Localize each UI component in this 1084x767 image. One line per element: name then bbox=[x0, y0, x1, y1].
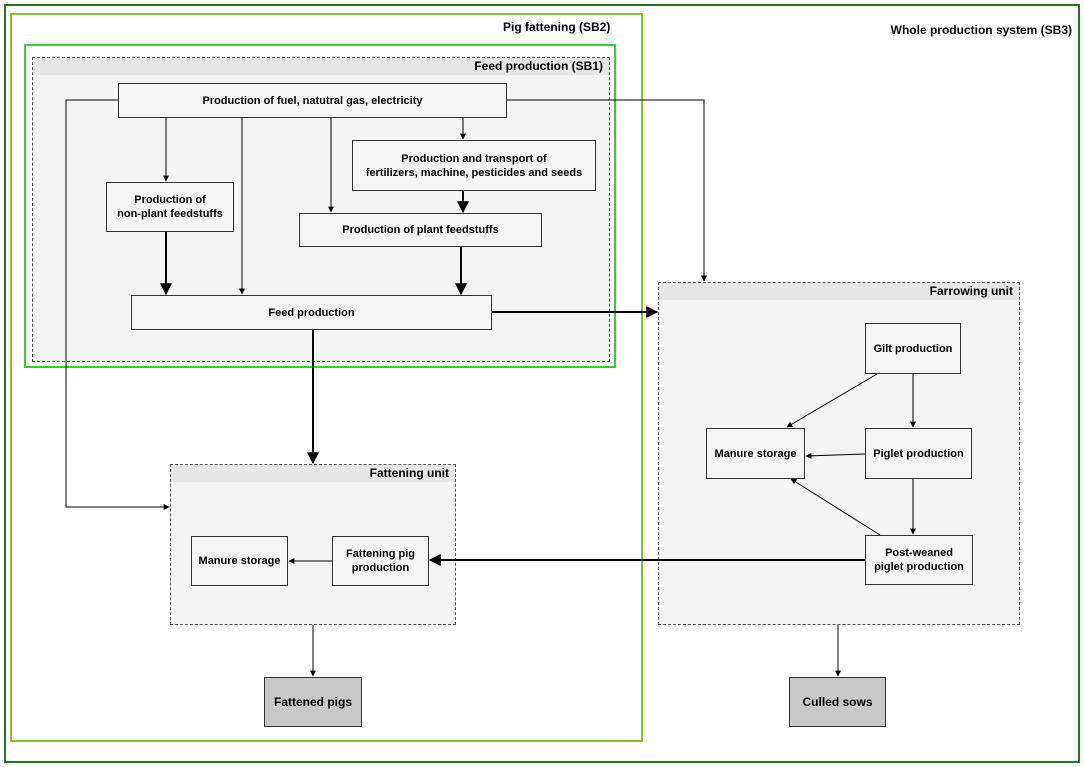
culled-sows-output: Culled sows bbox=[789, 677, 886, 727]
whole-production-system-frame bbox=[4, 4, 1080, 763]
fattening-unit-title: Fattening unit bbox=[369, 466, 449, 480]
feed-production-sb1-frame bbox=[24, 44, 616, 368]
pig-fattening-frame bbox=[10, 13, 643, 742]
farrowing-unit-title: Farrowing unit bbox=[929, 284, 1013, 298]
fuel-gas-electricity-node: Production of fuel, natutral gas, electr… bbox=[118, 83, 507, 118]
feed-production-group-title: Feed production (SB1) bbox=[474, 59, 603, 73]
post-weaned-to-manure-arrow bbox=[790, 478, 881, 536]
piglet-to-manure-arrow bbox=[805, 452, 866, 459]
feed-production-node: Feed production bbox=[131, 295, 492, 330]
gilt-production-node: Gilt production bbox=[865, 323, 961, 374]
plant-feedstuffs-node: Production of plant feedstuffs bbox=[299, 213, 542, 247]
fertilizers-transport-node: Production and transport of fertilizers,… bbox=[352, 140, 596, 191]
manure-storage-farrowing-node: Manure storage bbox=[706, 428, 805, 479]
gilt-to-manure-arrow bbox=[786, 373, 878, 428]
fattened-pigs-output: Fattened pigs bbox=[264, 677, 362, 727]
whole-production-system-title: Whole production system (SB3) bbox=[890, 23, 1072, 37]
pig-fattening-title: Pig fattening (SB2) bbox=[503, 20, 611, 34]
post-weaned-piglet-production-node: Post-weaned piglet production bbox=[865, 535, 973, 585]
fuel-to-farrowing-unit-arrow bbox=[507, 99, 707, 282]
manure-storage-fattening-node: Manure storage bbox=[191, 536, 288, 586]
non-plant-feedstuffs-node: Production of non-plant feedstuffs bbox=[106, 182, 234, 232]
piglet-production-node: Piglet production bbox=[865, 428, 972, 479]
fuel-to-fattening-unit-arrow bbox=[65, 99, 170, 510]
fattening-pig-production-node: Fattening pig production bbox=[332, 536, 429, 586]
